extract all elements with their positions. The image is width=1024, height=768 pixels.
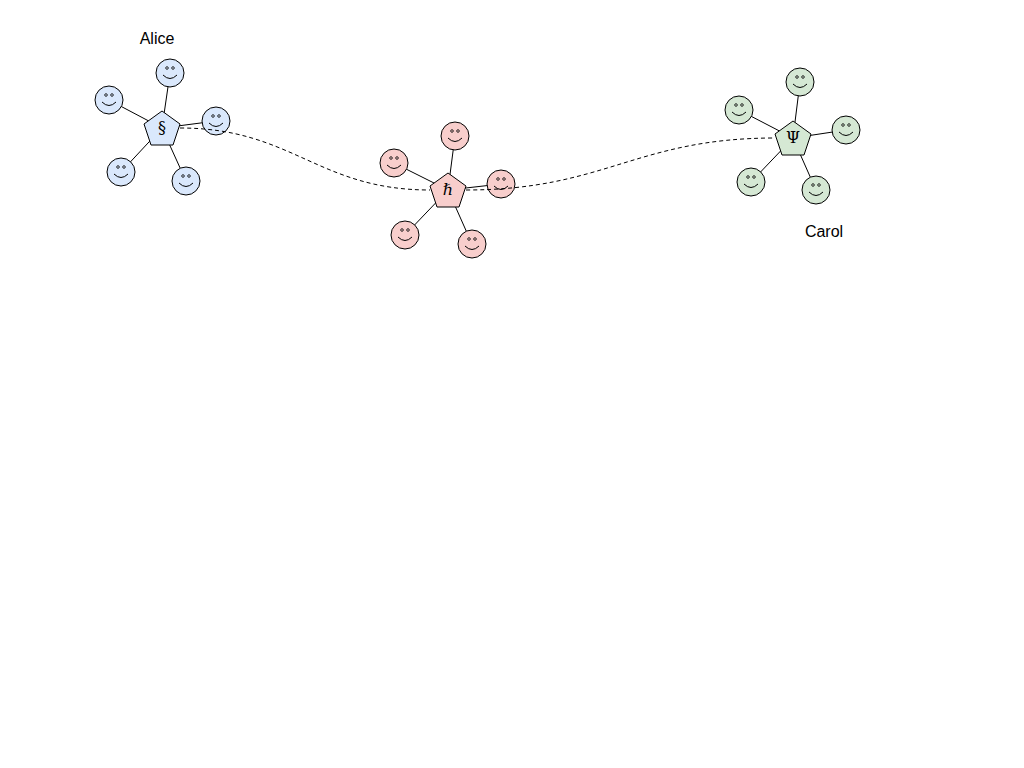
- hub-pentagon: ℏ: [429, 172, 467, 208]
- hub-pentagon: Ψ: [774, 120, 812, 156]
- hub-symbol: ℏ: [443, 182, 453, 198]
- cluster-name: Carol: [805, 222, 843, 241]
- dashed-link: [466, 138, 775, 190]
- dashed-link: [180, 128, 430, 190]
- hub-pentagon: §: [143, 110, 181, 146]
- cluster-name: Alice: [140, 29, 175, 48]
- hub-symbol: Ψ: [786, 130, 800, 146]
- hub-symbol: §: [158, 120, 166, 136]
